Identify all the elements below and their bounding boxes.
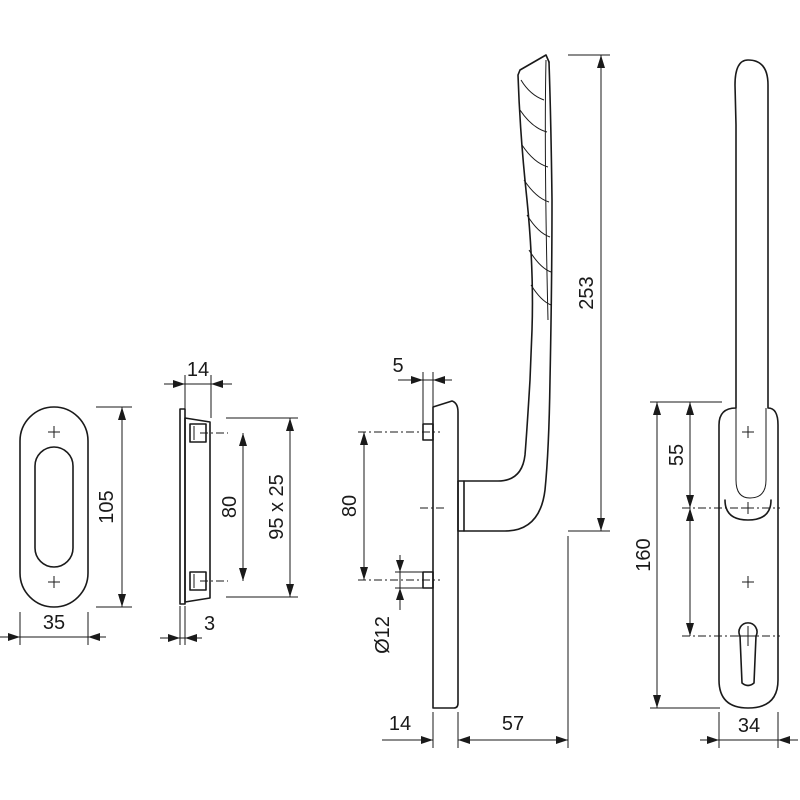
label-top-to-spindle: 55 — [666, 444, 688, 466]
label-handle-hole-spacing: 80 — [339, 495, 361, 517]
dim-rosette-width: 35 — [0, 612, 106, 645]
front-screw-mark-top — [742, 426, 754, 438]
dim-spindle-to-cylinder — [686, 508, 694, 636]
label-projection: 57 — [502, 713, 524, 735]
label-handle-height: 253 — [576, 276, 598, 309]
dim-side-depth: 14 — [164, 359, 232, 418]
dim-screw-head: 5 — [392, 355, 452, 424]
dim-rosette-height: 105 — [96, 406, 132, 608]
dim-side-plate-thickness: 3 — [160, 606, 215, 645]
label-side-recess: 95 x 25 — [266, 474, 288, 540]
label-side-hole-spacing: 80 — [219, 496, 241, 518]
label-screw-head: 5 — [392, 355, 403, 377]
handle-front-view — [682, 59, 780, 709]
handle-side-view — [358, 54, 553, 709]
dim-handle-height: 253 — [568, 54, 610, 532]
keyhole-cylinder-icon — [738, 622, 758, 687]
rosette-side-view — [179, 408, 228, 605]
dim-top-to-spindle: 55 — [666, 401, 722, 508]
dim-side-recess: 95 x 25 — [226, 417, 298, 598]
label-side-depth: 14 — [187, 359, 209, 381]
label-rosette-width: 35 — [43, 612, 65, 634]
label-spindle-diameter: Ø12 — [372, 616, 394, 654]
rosette-screw-mark-top — [48, 426, 60, 438]
dim-overall-plate-height: 160 — [633, 401, 720, 709]
label-side-plate-thickness: 3 — [204, 613, 215, 635]
label-overall-plate-height: 160 — [633, 538, 655, 571]
rosette-front-view — [19, 406, 89, 608]
label-base-thickness: 14 — [389, 713, 411, 735]
dim-side-hole-spacing: 80 — [219, 433, 247, 581]
dim-spindle-diameter: Ø12 — [372, 555, 432, 654]
front-screw-mark-bottom — [742, 576, 754, 588]
label-plate-width: 34 — [738, 715, 760, 737]
rosette-screw-mark-bottom — [48, 576, 60, 588]
dim-handle-hole-spacing: 80 — [339, 432, 368, 580]
label-rosette-height: 105 — [96, 490, 118, 523]
dim-plate-width: 34 — [700, 712, 798, 748]
dim-base-and-projection: 14 57 — [382, 536, 569, 748]
